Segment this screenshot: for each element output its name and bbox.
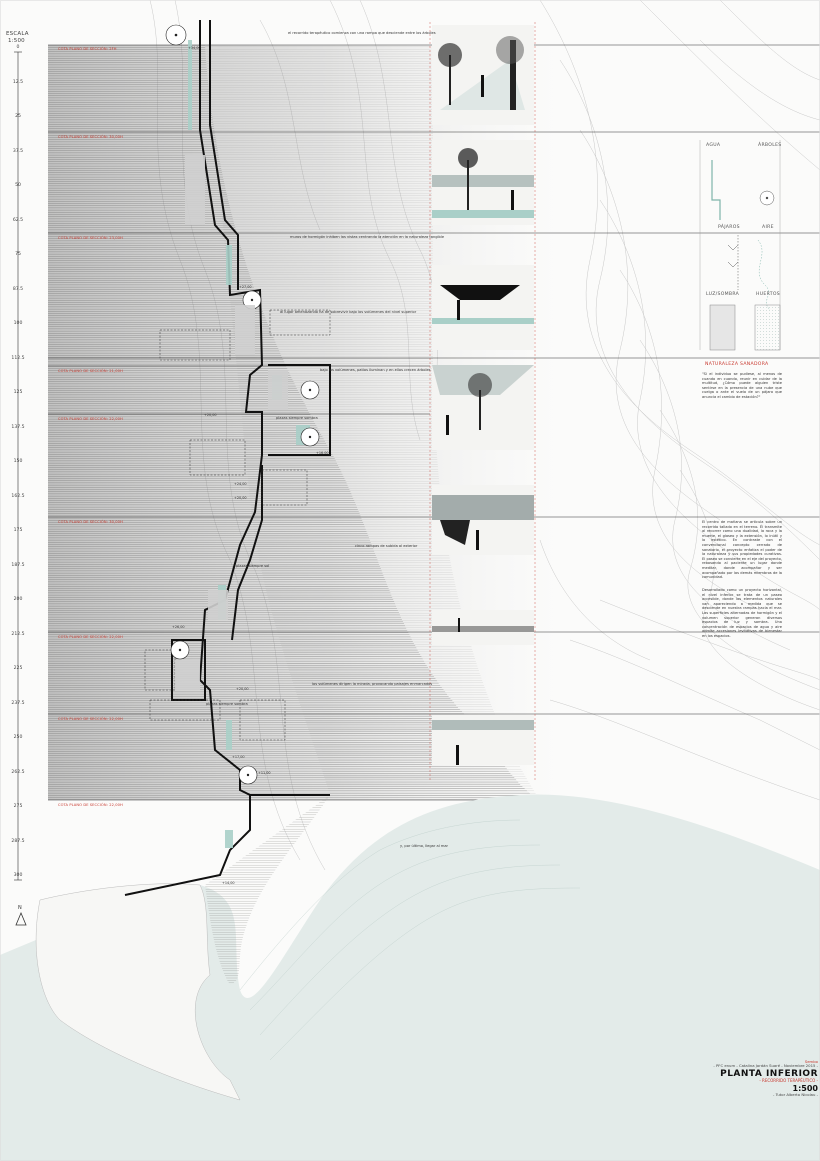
title-subtitle: - RECORRIDO TERAPÉUTICO - — [759, 1078, 818, 1084]
scale-tick-label: 125 — [13, 390, 23, 395]
annotation: los volúmenes dirigen la mirada, provoca… — [312, 682, 433, 686]
annotation: el recorrido terapéutico comienza con un… — [288, 31, 436, 35]
cota-label: COTA PLANO DE SECCIÓN: 22,00H — [58, 717, 123, 721]
legend-item-trees: ÁRBOLES — [758, 143, 782, 148]
scale-ratio: 1:500 — [8, 38, 25, 44]
scale-tick-label: 137.5 — [11, 424, 25, 430]
scale-tick-label: 225 — [13, 666, 23, 671]
annotation: plazas siempre sombra — [276, 416, 318, 420]
scale-tick-label: 100 — [13, 321, 23, 326]
annotation: plazas siempre sol — [236, 564, 270, 568]
path-outline — [124, 20, 331, 896]
scale-title: ESCALA — [6, 31, 29, 37]
title-line-2: - PFC enum - Catalina Jordán Suaré - Nov… — [713, 1063, 818, 1069]
scale-tick-label: 50 — [15, 183, 21, 188]
scale-tick-label: 300 — [13, 873, 23, 878]
concept-heading: NATURALEZA SANADORA — [705, 362, 769, 367]
level-mark: +20,00 — [234, 496, 247, 500]
scale-tick-label: 0 — [16, 45, 20, 50]
scale-bar — [14, 51, 22, 881]
cota-label: COTA PLANO DE SECCIÓN: 30,00H — [58, 135, 123, 139]
legend-diagrams — [709, 160, 781, 351]
section-vignettes — [432, 25, 534, 765]
north-arrow-icon — [15, 911, 27, 926]
concept-body-2: Desarrollado como un proyecto horizontal… — [702, 588, 782, 638]
level-mark: +26,00 — [172, 625, 185, 629]
legend-item-light-shade: LUZ/SOMBRA — [706, 292, 740, 297]
concept-quote: "Si el individuo se pudiese, al menos de… — [702, 372, 782, 399]
scale-tick-label: 275 — [13, 804, 23, 809]
cota-label: COTA PLANO DE SECCIÓN: 22,00H — [58, 635, 123, 639]
scale-tick-label: 37.5 — [12, 148, 24, 154]
annotation: muros de hormigón inhiben las vistas cen… — [290, 235, 445, 239]
cota-label: COTA PLANO DE SECCIÓN: 21,00H — [58, 369, 123, 373]
level-mark: +20,00 — [204, 413, 217, 417]
title-line-1: Sembo — [804, 1059, 818, 1064]
level-mark: +20,00 — [236, 687, 249, 691]
legend-item-gardens: HUERTOS — [756, 292, 781, 297]
level-mark: +34,00 — [188, 46, 201, 50]
scale-tick-label: 150 — [13, 459, 23, 464]
annotation: y, por último, llegar al mar — [400, 844, 449, 848]
scale-tick-label: 187.5 — [11, 562, 25, 568]
level-mark: +16,00 — [316, 451, 329, 455]
annotation: cinco rampas de subida al exterior — [355, 544, 418, 548]
legend-item-birds: PÁJAROS — [718, 225, 740, 230]
scale-tick-label: 162.5 — [11, 493, 25, 499]
scale-tick-label: 262.5 — [11, 769, 25, 775]
level-mark: +17,00 — [232, 755, 245, 759]
scale-tick-label: 200 — [13, 597, 23, 602]
scale-tick-label: 25 — [15, 114, 21, 119]
scale-tick-label: 62.5 — [12, 217, 24, 223]
scale-tick-label: 287.5 — [11, 838, 25, 844]
scale-tick-label: 250 — [13, 735, 23, 740]
annotation: plazas siempre sombra — [206, 702, 248, 706]
scale-tick-label: 87.5 — [12, 286, 24, 292]
annotation: bajo los volúmenes, patios iluminan y en… — [320, 368, 431, 372]
headland — [205, 795, 330, 985]
title-tutor: - Tutor Alberto Nicolau - — [773, 1091, 818, 1097]
level-mark: +14,00 — [222, 881, 235, 885]
title-scale: 1:500 — [792, 1083, 818, 1093]
title-block: Sembo - PFC enum - Catalina Jordán Suaré… — [690, 1059, 818, 1097]
concept-body-1: El centro de mañana se articula sobre un… — [702, 520, 782, 580]
level-mark: +11,00 — [258, 771, 271, 775]
legend-item-water: AGUA — [706, 143, 721, 148]
legend-item-air: AIRE — [762, 225, 774, 230]
level-mark: +24,00 — [234, 482, 247, 486]
scale-tick-label: 12.5 — [12, 79, 24, 85]
level-mark: +27,00 — [239, 285, 252, 289]
page-title: PLANTA INFERIOR — [720, 1068, 818, 1079]
cota-label: COTA PLANO DE SECCIÓN: 22,00H — [58, 803, 123, 807]
cota-label: COTA PLANO DE SECCIÓN: 2FH — [58, 47, 117, 51]
scale-tick-label: 112.5 — [11, 355, 25, 361]
scale-tick-label: 75 — [15, 252, 21, 257]
scale-tick-label: 237.5 — [11, 700, 25, 706]
scale-tick-label: 212.5 — [11, 631, 25, 637]
cota-label: COTA PLANO DE SECCIÓN: 22,00H — [58, 417, 123, 421]
cota-label: COTA PLANO DE SECCIÓN: 23,00H — [58, 236, 123, 240]
cota-label: COTA PLANO DE SECCIÓN: 30,00H — [58, 520, 123, 524]
scale-tick-label: 175 — [13, 528, 23, 533]
north-label: N — [18, 905, 22, 911]
annotation: al lugar amenazando ha de sobrevivir baj… — [280, 310, 417, 314]
